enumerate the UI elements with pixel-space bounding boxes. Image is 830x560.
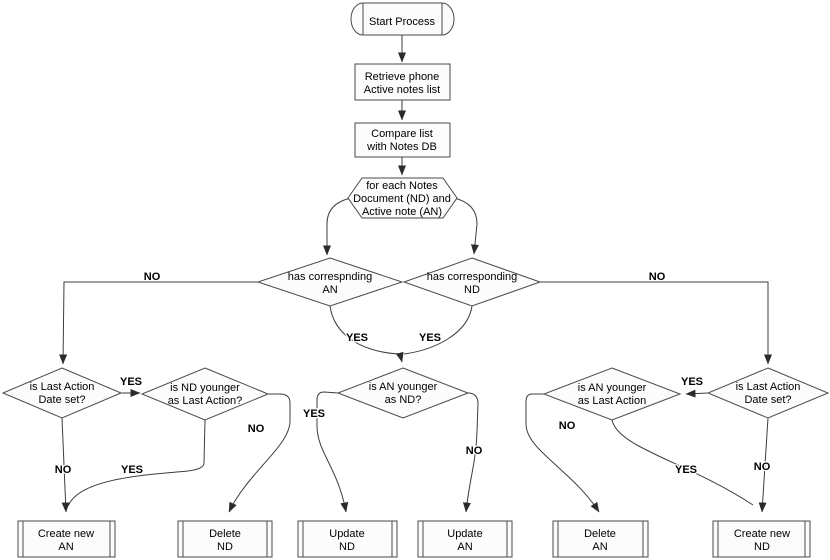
nd-younger-diamond — [140, 367, 270, 421]
start-right-arc — [441, 2, 455, 36]
start-label: Start Process — [369, 16, 436, 28]
edge-nd-younger-yes — [67, 419, 206, 507]
edge-foreach-to-has-nd — [453, 197, 479, 255]
label-last-action-right-yes: YES — [681, 376, 703, 388]
edge-last-action-right-yes — [685, 389, 709, 398]
label-has-an-yes: YES — [346, 332, 368, 344]
has-nd-diamond — [402, 257, 542, 307]
label-an-younger-la-no: NO — [559, 420, 576, 432]
edge-has-nd-no — [540, 281, 772, 365]
delete-nd-rect — [177, 520, 273, 558]
label-last-action-left-yes: YES — [120, 376, 142, 388]
label-last-action-right-no: NO — [754, 461, 771, 473]
an-younger-nd-diamond — [336, 367, 470, 419]
label-has-nd-yes: YES — [419, 332, 441, 344]
create-an-rect — [17, 520, 116, 558]
edge-foreach-to-has-an — [323, 197, 352, 256]
compare-rect — [354, 122, 451, 158]
label-an-younger-nd-no: NO — [466, 445, 483, 457]
label-last-action-left-no: NO — [55, 464, 72, 476]
foreach-hexagon — [347, 177, 458, 219]
edge-has-nd-yes — [403, 305, 473, 355]
edge-an-younger-nd-yes — [316, 391, 349, 513]
create-nd-rect — [712, 520, 811, 558]
edge-has-an-no — [59, 281, 258, 365]
edge-an-younger-nd-no — [462, 392, 479, 513]
an-younger-la-diamond — [542, 367, 682, 421]
edge-has-an-yes — [329, 305, 404, 363]
delete-an-rect — [552, 520, 649, 558]
label-an-younger-la-yes: YES — [675, 464, 697, 476]
edge-last-action-left-no — [61, 417, 70, 513]
edge-labels: NO NO YES YES YES YES NO YES NO YES NO N… — [54, 270, 772, 478]
label-nd-younger-no: NO — [248, 423, 265, 435]
edge-nd-younger-no — [228, 393, 291, 513]
label-has-nd-no: NO — [649, 271, 666, 283]
start-rect — [362, 2, 443, 36]
update-an-rect — [417, 520, 513, 558]
update-nd-rect — [297, 520, 398, 558]
last-action-right-diamond — [706, 367, 830, 419]
node-start: Start Process — [350, 2, 455, 36]
has-an-diamond — [256, 257, 404, 307]
edges — [59, 35, 772, 513]
edge-an-younger-la-yes — [611, 419, 754, 506]
label-has-an-no: NO — [144, 271, 161, 283]
label-an-younger-nd-yes: YES — [303, 408, 325, 420]
last-action-left-diamond — [1, 367, 123, 419]
start-left-arc — [350, 2, 364, 36]
label-nd-younger-yes: YES — [121, 464, 143, 476]
edge-an-younger-la-no — [525, 393, 600, 513]
edge-last-action-right-no — [758, 417, 769, 513]
retrieve-rect — [354, 63, 451, 101]
